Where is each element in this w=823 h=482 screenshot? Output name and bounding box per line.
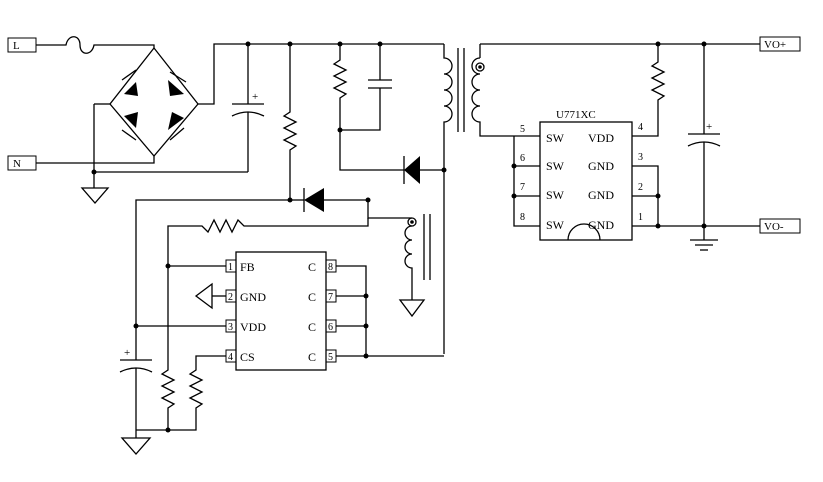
sr-right-pin-2-name: GND — [588, 159, 614, 173]
startup-resistor — [282, 44, 298, 200]
sr-left-pin-2-name: SW — [546, 159, 565, 173]
secondary-rectifier-ic: SW SW SW SW VDD GND GND GND 5 6 7 8 4 3 … — [520, 121, 643, 241]
terminal-out-positive-label: VO+ — [764, 39, 786, 51]
pin-4-number: 4 — [228, 352, 233, 363]
sr-right-pin-4-name: GND — [588, 218, 614, 232]
pin-2-number: 2 — [228, 292, 233, 303]
pin-6-number: 6 — [328, 322, 333, 333]
sr-pin-2-number: 2 — [638, 182, 643, 193]
feedback-resistor-bottom — [136, 266, 176, 431]
snubber-resistor — [332, 44, 348, 130]
terminal-out-negative-label: VO- — [764, 221, 784, 233]
pin-1-name: FB — [240, 260, 255, 274]
sr-pin-8-number: 8 — [520, 212, 525, 223]
pin-4-name: CS — [240, 350, 255, 364]
fuse — [36, 36, 155, 54]
pin-5-name: C — [308, 350, 316, 364]
ground-symbol-input — [80, 187, 110, 204]
terminal-line-label: L — [13, 40, 20, 52]
terminal-line: L — [7, 37, 37, 53]
vdd-cap-polarity: + — [124, 347, 130, 359]
bridge-rectifier — [109, 46, 199, 158]
output-capacitor: + — [687, 44, 721, 226]
pin-8-number: 8 — [328, 262, 333, 273]
sr-left-pin-1-name: SW — [546, 131, 565, 145]
output-cap-polarity: + — [706, 121, 712, 133]
pin-6-name: C — [308, 320, 316, 334]
pin-7-number: 7 — [328, 292, 333, 303]
pin-7-name: C — [308, 290, 316, 304]
pin-2-name: GND — [240, 290, 266, 304]
sr-pin-5-number: 5 — [520, 124, 525, 135]
ground-symbol-output — [690, 226, 718, 251]
pin-5-number: 5 — [328, 352, 333, 363]
aux-diode — [303, 188, 324, 212]
sr-pin-7-number: 7 — [520, 182, 525, 193]
sense-resistor — [168, 355, 226, 431]
bulk-cap-polarity: + — [252, 91, 258, 103]
pin-3-name: VDD — [240, 320, 266, 334]
sr-left-pin-3-name: SW — [546, 188, 565, 202]
terminal-out-negative: VO- — [759, 218, 801, 234]
sr-pin-1-number: 1 — [638, 212, 643, 223]
ground-symbol-primary — [120, 437, 152, 455]
vdd-capacitor: + — [119, 326, 153, 438]
primary-controller-ic: 1 FB 2 GND 3 VDD 4 CS 8 C 7 C 6 C 5 C — [225, 251, 337, 371]
sr-pin-4-number: 4 — [638, 122, 643, 133]
sr-pin-3-number: 3 — [638, 152, 643, 163]
secondary-ic-part-number: U771XC — [556, 109, 596, 121]
terminal-neutral-label: N — [13, 158, 21, 170]
pin-1-number: 1 — [228, 262, 233, 273]
terminal-neutral: N — [7, 155, 37, 171]
feedback-resistor-top — [167, 218, 369, 266]
sr-right-pin-1-name: VDD — [588, 131, 614, 145]
bulk-capacitor: + — [231, 44, 265, 172]
transformer — [443, 43, 760, 354]
auxiliary-winding — [398, 214, 431, 318]
sr-left-pin-4-name: SW — [546, 218, 565, 232]
sr-right-pin-3-name: GND — [588, 188, 614, 202]
ground-symbol-ic — [194, 282, 226, 310]
sr-vdd-resistor — [650, 44, 666, 104]
terminal-out-positive: VO+ — [759, 36, 801, 52]
sr-pin-6-number: 6 — [520, 153, 525, 164]
pin-3-number: 3 — [228, 322, 233, 333]
snubber-diode — [403, 156, 444, 184]
pin-8-name: C — [308, 260, 316, 274]
snubber-capacitor — [340, 44, 392, 131]
